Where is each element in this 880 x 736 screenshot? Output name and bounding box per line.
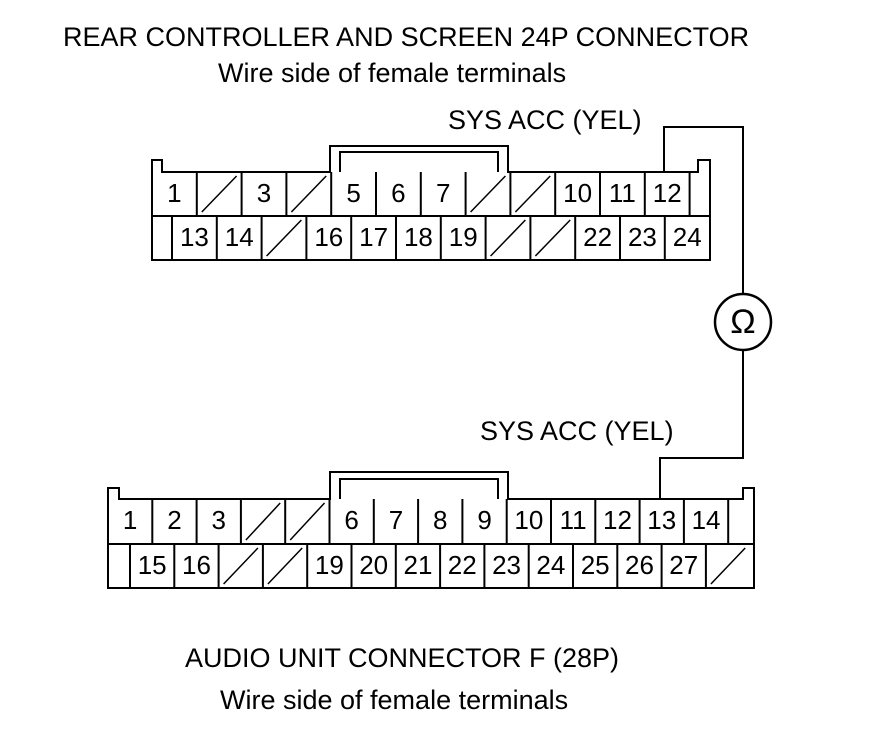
- unused-terminal-slash: [266, 219, 302, 257]
- unused-terminal-slash: [710, 547, 746, 585]
- unused-terminal-slash: [245, 502, 281, 541]
- terminal-number: 25: [581, 550, 610, 580]
- terminal-number: 1: [167, 178, 181, 208]
- terminal-number: 19: [315, 550, 344, 580]
- terminal-number: 3: [212, 505, 226, 535]
- terminal-number: 18: [404, 222, 433, 252]
- top-probe-label: SYS ACC (YEL): [448, 105, 642, 135]
- terminal-number: 11: [609, 178, 636, 208]
- bottom-connector-subtitle: Wire side of female terminals: [220, 685, 569, 715]
- terminal-number: 9: [477, 505, 491, 535]
- top-connector-subtitle: Wire side of female terminals: [218, 58, 567, 88]
- unused-terminal-slash: [534, 219, 571, 257]
- terminal-number: 8: [433, 505, 447, 535]
- terminal-number: 17: [359, 222, 388, 252]
- terminal-number: 11: [560, 505, 587, 535]
- unused-terminal-slash: [289, 502, 326, 541]
- terminal-number: 19: [449, 222, 478, 252]
- terminal-number: 13: [647, 505, 676, 535]
- bottom-connector-outline: [107, 471, 755, 589]
- bottom-connector-key: [339, 478, 499, 499]
- test-lead-bottom: [659, 350, 744, 499]
- unused-terminal-slash: [267, 547, 303, 585]
- terminal-number: 22: [448, 550, 477, 580]
- terminal-number: 2: [167, 505, 181, 535]
- terminal-number: 14: [225, 222, 254, 252]
- test-lead-top: [663, 126, 744, 294]
- unused-terminal-slash: [223, 547, 259, 585]
- terminal-number: 3: [257, 178, 271, 208]
- terminal-number: 21: [403, 550, 432, 580]
- top-connector-outline: [151, 145, 711, 261]
- terminal-number: 27: [669, 550, 698, 580]
- terminal-number: 1: [123, 505, 137, 535]
- terminal-number: 24: [673, 222, 702, 252]
- terminal-number: 12: [653, 178, 682, 208]
- terminal-number: 10: [563, 178, 592, 208]
- terminal-number: 15: [138, 550, 167, 580]
- terminal-number: 26: [625, 550, 654, 580]
- bottom-probe-label: SYS ACC (YEL): [480, 416, 674, 446]
- terminal-number: 5: [346, 178, 360, 208]
- terminal-number: 14: [692, 505, 721, 535]
- ohm-symbol-icon: Ω: [730, 303, 755, 341]
- terminal-number: 7: [436, 178, 450, 208]
- unused-terminal-slash: [490, 219, 526, 257]
- unused-terminal-slash: [201, 175, 238, 213]
- terminal-number: 13: [180, 222, 209, 252]
- terminal-number: 6: [344, 505, 358, 535]
- terminal-number: 7: [389, 505, 403, 535]
- unused-terminal-slash: [290, 175, 327, 213]
- terminal-number: 16: [314, 222, 343, 252]
- terminal-number: 12: [603, 505, 632, 535]
- terminal-number: 22: [583, 222, 612, 252]
- bottom-connector-title: AUDIO UNIT CONNECTOR F (28P): [185, 643, 620, 673]
- terminal-number: 6: [391, 178, 405, 208]
- top-connector-title: REAR CONTROLLER AND SCREEN 24P CONNECTOR: [63, 22, 750, 52]
- top-connector-key: [339, 151, 499, 172]
- terminal-number: 10: [514, 505, 543, 535]
- terminal-number: 23: [492, 550, 521, 580]
- terminal-number: 23: [628, 222, 657, 252]
- terminal-number: 20: [359, 550, 388, 580]
- unused-terminal-slash: [514, 175, 551, 213]
- unused-terminal-slash: [470, 175, 506, 213]
- terminal-number: 16: [182, 550, 211, 580]
- terminal-number: 24: [536, 550, 565, 580]
